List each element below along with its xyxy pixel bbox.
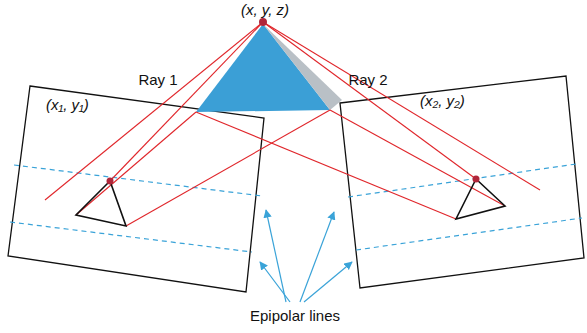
left-image-point [107,178,114,185]
world-point [259,18,267,26]
callout-label: Epipolar lines [250,308,340,325]
right-projection [456,179,505,219]
point-label: (x₂, y₂) [420,93,465,110]
point-label: (x, y, z) [241,2,289,19]
pyramid-front [196,24,330,112]
pyramid-side [263,24,342,110]
epipolar-lines [10,164,582,252]
callout-arrows [260,210,352,302]
point-label: (x₁, y₁) [46,97,89,114]
rays [45,22,540,226]
ray-label: Ray 1 [138,72,177,89]
ray-label: Ray 2 [348,72,387,89]
left-projection [76,181,126,226]
right-image-point [473,176,480,183]
left-image-plane [8,86,264,292]
